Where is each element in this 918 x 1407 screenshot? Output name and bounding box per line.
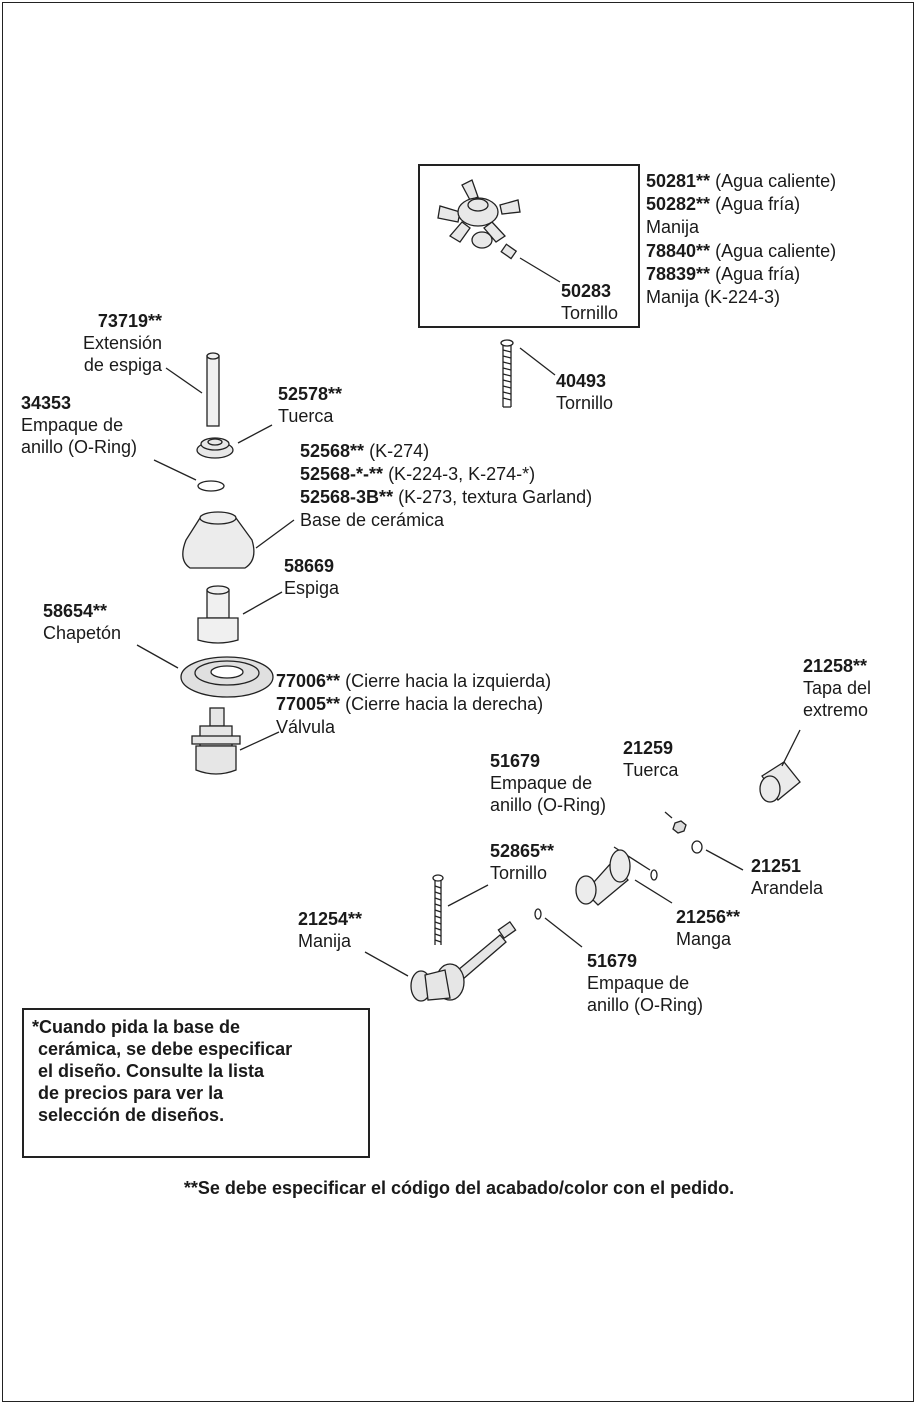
label-78839: 78839** (Agua fría) (646, 264, 801, 284)
escutcheon-drawing (180, 656, 274, 698)
label-52568: 52568** (K-274) (300, 441, 430, 461)
cross-handle-drawing (437, 179, 521, 260)
ceramic-base-drawing (182, 511, 255, 569)
label-58654: 58654**Chapetón (43, 601, 122, 643)
label-50282: 50282** (Agua fría) (646, 194, 801, 214)
screw-40493-drawing (500, 339, 514, 408)
ordering-note-box: *Cuando pida la base de cerámica, se deb… (22, 1008, 370, 1158)
label-manija-k2243: Manija (K-224-3) (646, 287, 781, 307)
stem-58669-drawing (197, 585, 239, 644)
valve-drawing (191, 707, 241, 775)
label-52568-x: 52568-*-** (K-224-3, K-274-*) (300, 464, 536, 484)
finish-code-footer-note: **Se debe especificar el código del acab… (183, 1178, 735, 1198)
stem-extension-drawing (206, 352, 220, 427)
end-cap-drawing (759, 761, 801, 803)
note-line-3: el diseño. Consulte la lista (38, 1061, 265, 1081)
handle-inset-box (418, 164, 640, 328)
o-ring-51679b-drawing (534, 908, 542, 920)
note-line-4: de precios para ver la (38, 1083, 224, 1103)
o-ring-34353-drawing (197, 480, 225, 492)
screw-52865-drawing (432, 874, 444, 945)
label-77006: 77006** (Cierre hacia la izquierda) (276, 671, 552, 691)
note-line-5: selección de diseños. (38, 1105, 225, 1125)
label-78840: 78840** (Agua caliente) (646, 241, 837, 261)
label-manija: Manija (646, 217, 700, 237)
label-base-ceramica: Base de cerámica (300, 510, 445, 530)
note-line-2: cerámica, se debe especificar (38, 1039, 293, 1059)
label-52865: 52865**Tornillo (490, 841, 555, 883)
label-50281: 50281** (Agua caliente) (646, 171, 837, 191)
lever-handle-drawing (410, 920, 517, 1002)
washer-21251-drawing (691, 840, 703, 854)
label-77005: 77005** (Cierre hacia la derecha) (276, 694, 544, 714)
o-ring-51679a-drawing (650, 869, 658, 881)
label-21256: 21256**Manga (676, 907, 741, 949)
label-52568-3b: 52568-3B** (K-273, textura Garland) (300, 487, 593, 507)
sleeve-drawing (575, 849, 631, 906)
label-21254: 21254**Manija (298, 909, 363, 951)
label-valvula: Válvula (276, 717, 336, 737)
nut-21259-drawing (672, 820, 687, 834)
nut-52578-drawing (196, 437, 234, 459)
label-52578: 52578**Tuerca (278, 384, 343, 426)
note-line-1: *Cuando pida la base de (32, 1017, 241, 1037)
